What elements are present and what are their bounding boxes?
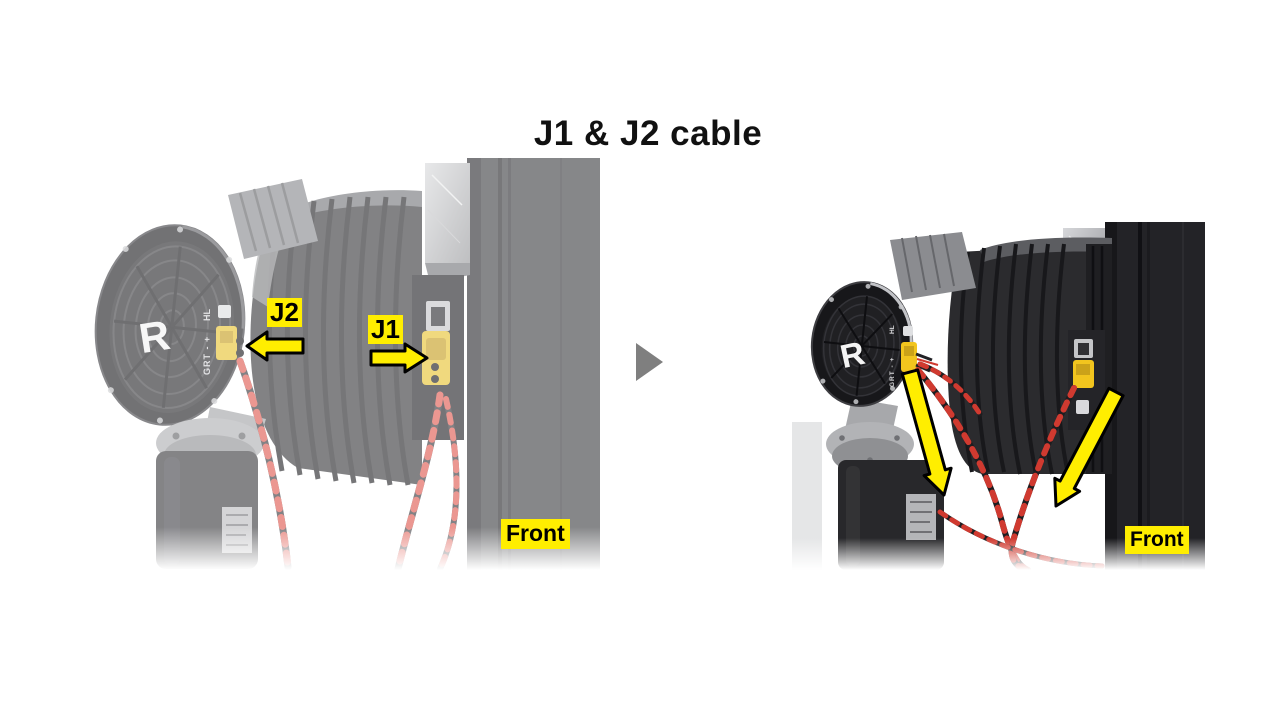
- j2-connector-after: [901, 326, 939, 373]
- r-motor-before: [94, 224, 246, 426]
- j1-route-down-arrow-icon: [1053, 386, 1125, 508]
- marking-hl-after: HL: [889, 325, 896, 334]
- slide-title: J1 & J2 cable: [533, 114, 763, 153]
- callout-arrows-after: [900, 368, 1125, 508]
- rim-bolts-before: [107, 226, 233, 424]
- heatsink-fins-after: [890, 232, 976, 300]
- robot-joint-illustration-before: R HL GRT - +: [60, 155, 600, 570]
- label-front-before: Front: [501, 519, 570, 549]
- marking-grt-before: GRT - +: [202, 336, 212, 375]
- heatsink-fins-before: [228, 179, 318, 259]
- photo-before: R HL GRT - +: [60, 155, 600, 570]
- photo-after: R HL GRT - +: [790, 222, 1205, 570]
- j1-arrow-icon: [369, 342, 429, 374]
- j2-arrow-icon: [245, 330, 305, 362]
- transition-arrow-icon: [636, 343, 663, 381]
- motor-letter-before: R: [136, 311, 173, 362]
- j2-connector: [216, 305, 244, 360]
- label-front-after: Front: [1125, 526, 1189, 554]
- marking-hl-before: HL: [202, 309, 212, 321]
- r-motor-after: [810, 281, 914, 407]
- drum-motor-before: [250, 190, 422, 486]
- front-panel-before: [467, 158, 600, 570]
- rim-bolts-after: [820, 283, 904, 405]
- callout-arrows-before: [245, 330, 429, 374]
- label-j1: J1: [368, 314, 403, 345]
- marking-grt-after: GRT - +: [889, 357, 896, 387]
- label-j2: J2: [267, 297, 302, 328]
- j2-route-down-arrow-icon: [900, 368, 953, 497]
